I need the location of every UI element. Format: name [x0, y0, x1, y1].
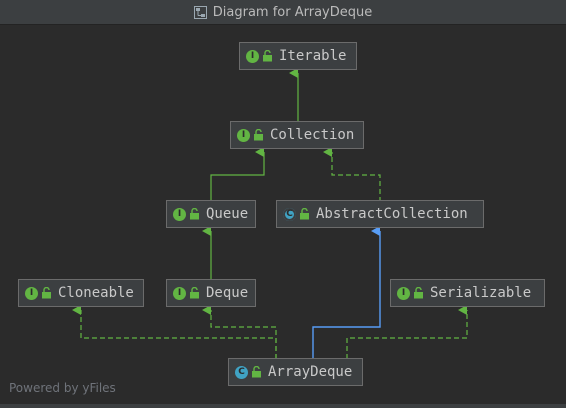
unlocked-icon: [414, 287, 423, 299]
edge-queue-collection: [210, 147, 265, 202]
interface-icon: I: [237, 128, 250, 142]
window-title: Diagram for ArrayDeque: [212, 4, 373, 20]
edge-abstractcollection-collection: [323, 147, 381, 202]
node-array-deque[interactable]: C ArrayDeque: [228, 358, 363, 386]
node-queue[interactable]: I Queue: [166, 200, 256, 228]
edge-arraydeque-cloneable: [72, 305, 277, 359]
unlocked-icon: [300, 208, 309, 220]
node-iterable[interactable]: I Iterable: [239, 42, 357, 70]
interface-icon: I: [173, 286, 186, 300]
unlocked-icon: [42, 287, 51, 299]
node-collection[interactable]: I Collection: [230, 121, 364, 149]
node-abstract-collection[interactable]: C AbstractCollection: [276, 200, 484, 228]
unlocked-icon: [254, 129, 263, 141]
interface-icon: I: [246, 49, 259, 63]
node-cloneable[interactable]: I Cloneable: [18, 279, 144, 307]
interface-icon: I: [397, 286, 410, 300]
title-bar: Diagram for ArrayDeque: [0, 0, 566, 25]
node-label: AbstractCollection: [316, 206, 468, 222]
bottom-border: [0, 404, 566, 408]
edges-layer: [72, 68, 468, 359]
unlocked-icon: [263, 50, 272, 62]
powered-by-label: Powered by yFiles: [9, 381, 116, 395]
unlocked-icon: [252, 366, 261, 378]
diagram-canvas[interactable]: I Iterable I Collection I Queue C Abstra…: [0, 25, 566, 408]
node-label: Collection: [270, 127, 355, 143]
unlocked-icon: [190, 208, 199, 220]
node-label: ArrayDeque: [268, 364, 353, 380]
unlocked-icon: [190, 287, 199, 299]
edge-arraydeque-abstractcollection: [312, 226, 381, 359]
node-label: Deque: [206, 285, 249, 301]
diagram-icon: [193, 5, 207, 19]
node-label: Queue: [206, 206, 249, 222]
node-deque[interactable]: I Deque: [166, 279, 256, 307]
interface-icon: I: [25, 286, 38, 300]
node-label: Serializable: [430, 285, 532, 301]
node-label: Iterable: [279, 48, 347, 64]
abstract-class-icon: C: [283, 207, 296, 221]
class-icon: C: [235, 365, 248, 379]
node-serializable[interactable]: I Serializable: [390, 279, 545, 307]
interface-icon: I: [173, 207, 186, 221]
node-label: Cloneable: [58, 285, 134, 301]
edge-arraydeque-serializable: [346, 305, 468, 359]
edge-arraydeque-deque: [202, 305, 277, 359]
